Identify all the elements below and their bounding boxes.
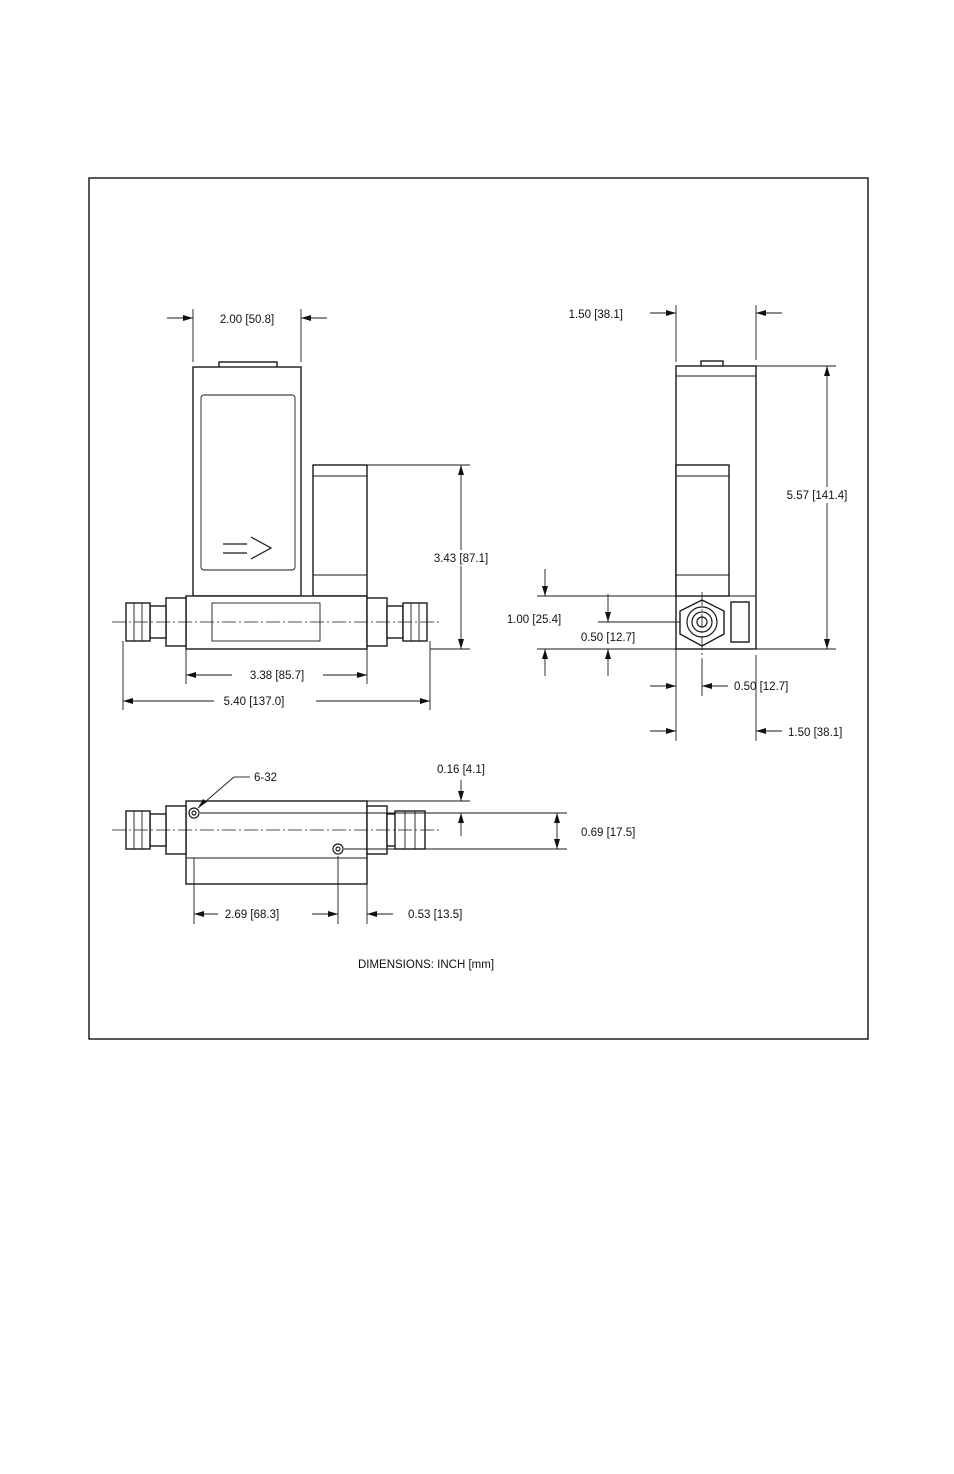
dim-side-port-center: 0.50 [12.7] xyxy=(581,632,635,644)
dim-side-port-offset: 0.50 [12.7] xyxy=(734,681,788,693)
dim-side-depth: 1.50 [38.1] xyxy=(788,727,842,739)
dim-front-width: 2.00 [50.8] xyxy=(220,314,274,326)
dim-front-upper-height: 3.43 [87.1] xyxy=(434,553,488,565)
dim-front-body-length: 3.38 [85.7] xyxy=(250,670,304,682)
dim-bottom-thread: 6-32 xyxy=(254,772,277,784)
dim-bottom-hole-spacing-y: 0.69 [17.5] xyxy=(581,827,635,839)
dim-side-height: 5.57 [141.4] xyxy=(787,490,848,502)
dim-front-overall-length: 5.40 [137.0] xyxy=(224,696,285,708)
units-note: DIMENSIONS: INCH [mm] xyxy=(358,959,494,971)
dim-bottom-end-offset: 0.53 [13.5] xyxy=(408,909,462,921)
dim-bottom-hole-offset: 0.16 [4.1] xyxy=(437,764,485,776)
dim-bottom-hole-spacing-x: 2.69 [68.3] xyxy=(225,909,279,921)
dim-side-width: 1.50 [38.1] xyxy=(569,309,623,321)
dim-side-port-height: 1.00 [25.4] xyxy=(507,614,561,626)
